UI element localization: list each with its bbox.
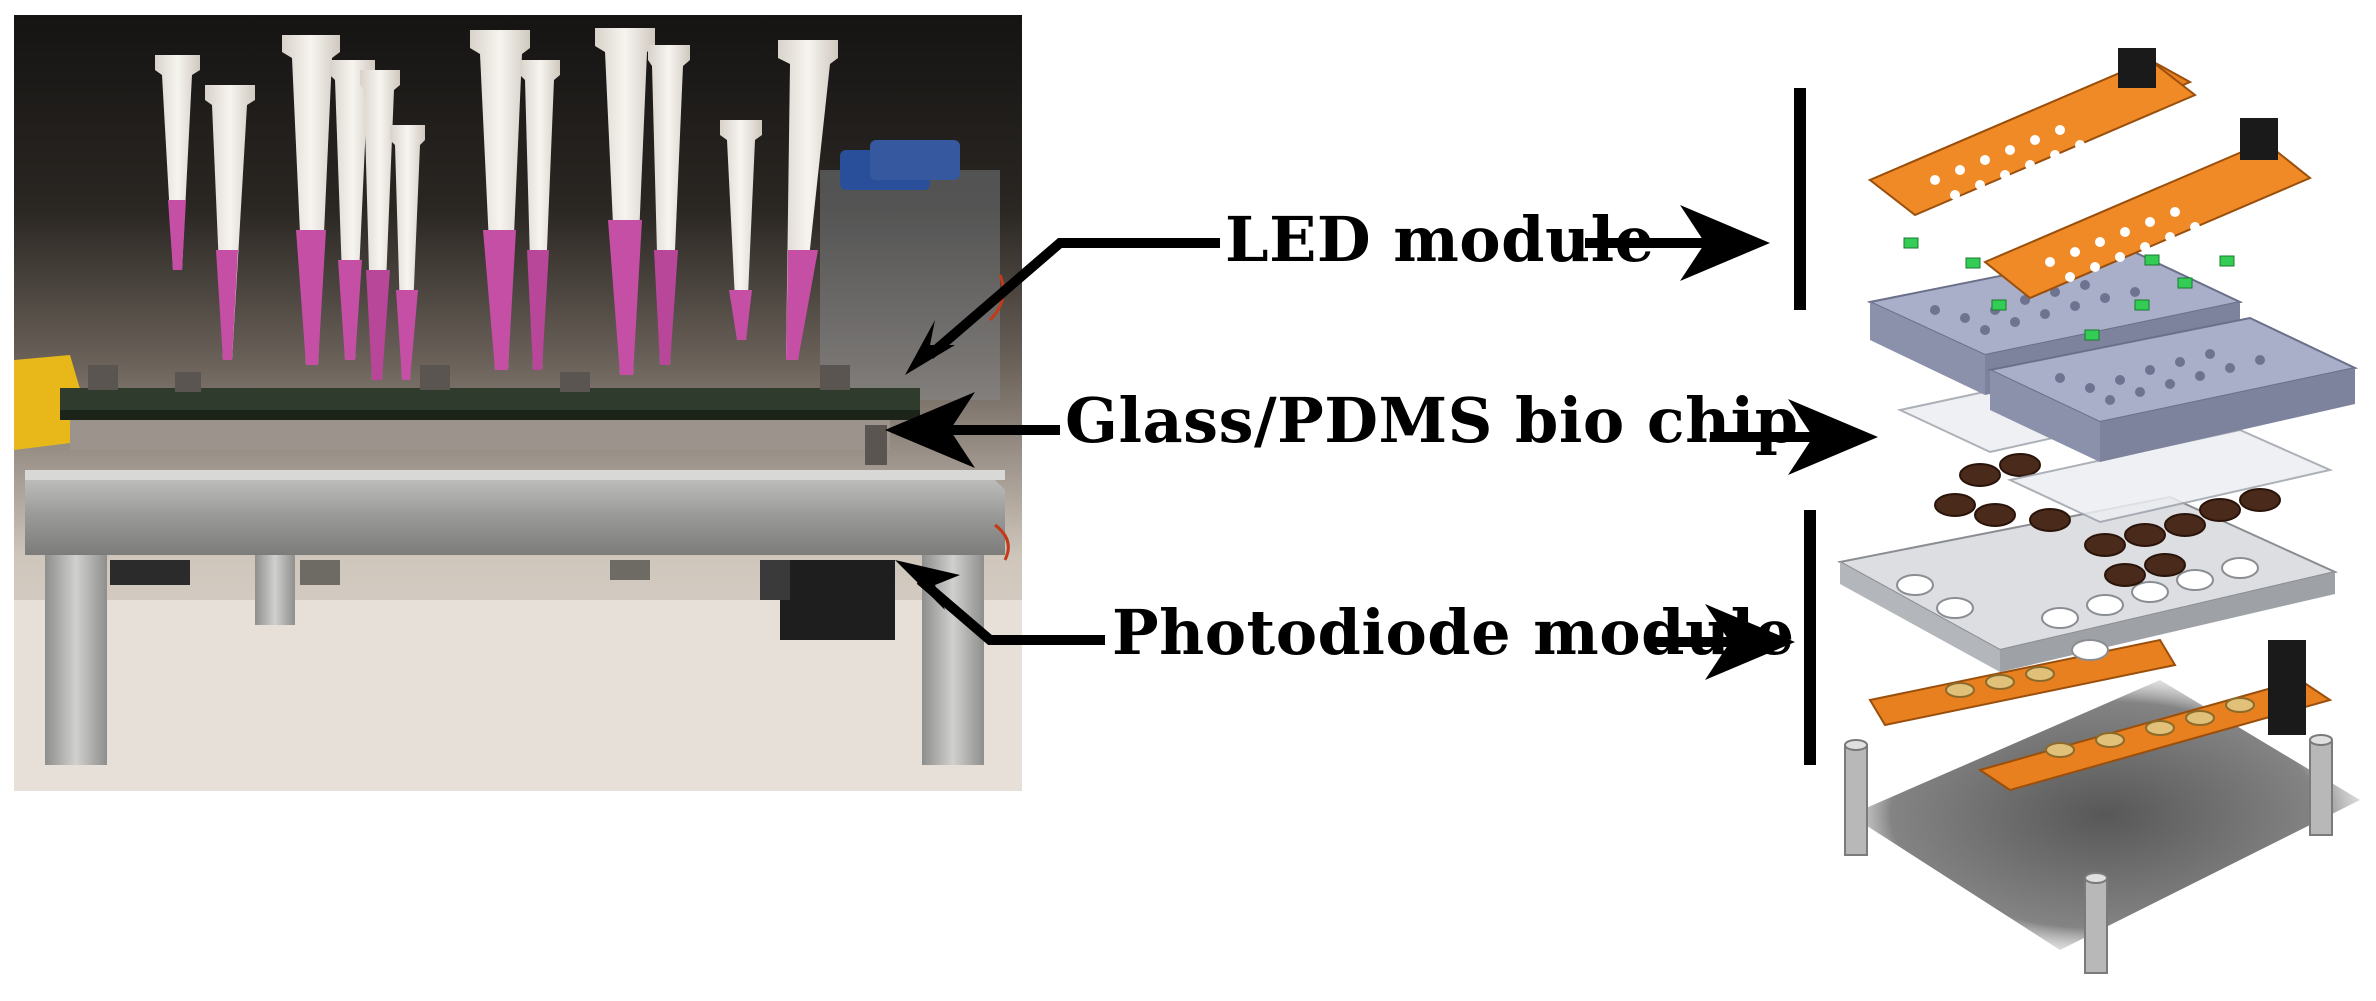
led-holder-right-front <box>1990 370 2100 462</box>
device-photo <box>14 15 1022 791</box>
glass-arrowhead-left <box>885 392 975 468</box>
exploded-model <box>1837 48 2360 974</box>
base-plate-front <box>1840 562 2000 672</box>
led-pcb-holes <box>1930 125 2200 282</box>
aluminum-plate <box>25 470 1005 555</box>
glass-arrowhead-right <box>1788 399 1878 475</box>
cuvettes <box>1934 453 2281 587</box>
led-arrowhead-left <box>905 320 955 375</box>
photodiodes <box>1945 666 2255 758</box>
photodiode-module-label: Photodiode module <box>1112 596 1795 669</box>
photodiode-connector <box>2268 640 2306 735</box>
base-plate-top <box>1837 495 2339 652</box>
standoffs <box>88 365 887 465</box>
photo-arrowhead-right <box>1705 604 1795 680</box>
model-legs <box>1844 734 2333 974</box>
annotations <box>885 88 1878 765</box>
led-holder-wells <box>1930 280 2265 405</box>
led-connector-right <box>2240 118 2278 160</box>
photodiode-pcb-left <box>1868 638 2177 727</box>
pipette-tips <box>155 28 838 380</box>
photo-arrowhead-left <box>895 560 960 610</box>
led-arrowhead-right <box>1680 205 1770 281</box>
glass-chip-photo <box>70 420 890 450</box>
leg-front-left <box>45 555 107 765</box>
leg-back-left <box>255 555 295 625</box>
glass-bottle <box>820 140 1000 400</box>
glass-pdms-chip-label: Glass/PDMS bio chip <box>1065 384 1799 457</box>
led-connector-left <box>2118 48 2156 88</box>
led-module-label: LED module <box>1225 203 1655 276</box>
photo-arrow-to-photo <box>916 576 1105 645</box>
base-plate-holes <box>1896 557 2259 661</box>
led-arrow-to-photo <box>926 238 1220 359</box>
photodiode-electronics-photo <box>110 560 895 640</box>
floor-shadow <box>1850 680 2360 950</box>
led-holder-right-side <box>2100 368 2355 462</box>
led-holder-left-front <box>1870 302 1985 395</box>
